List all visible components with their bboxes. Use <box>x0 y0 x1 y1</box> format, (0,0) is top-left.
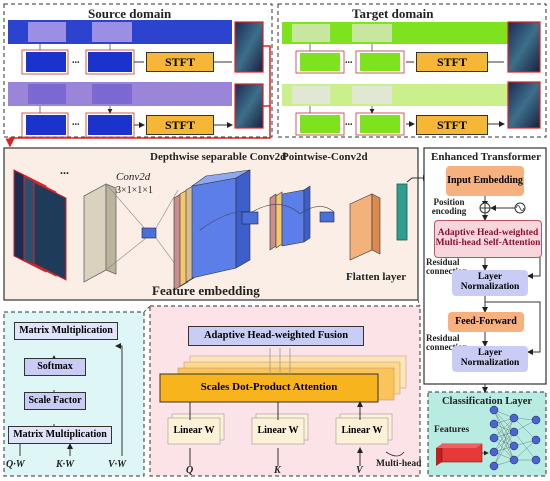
position-encoding-label: Position encoding <box>431 197 467 217</box>
source-ellipsis-2: ... <box>72 117 80 128</box>
source-stft-1: STFT <box>146 52 214 72</box>
scale-factor-box: Scale Factor <box>24 392 86 410</box>
target-ellipsis-1: ... <box>345 55 353 66</box>
target-signals <box>282 22 508 136</box>
pointwise-block <box>269 185 311 251</box>
v-input-label: V·W <box>108 459 127 470</box>
depthwise-label: Depthwise separable Conv2d <box>150 151 287 163</box>
linear-q-box: Linear W <box>173 424 215 436</box>
transformer-title: Enhanced Transformer <box>431 151 541 163</box>
layer-norm-2: Layer Normalization <box>452 346 528 372</box>
classification-title: Classification Layer <box>441 396 533 407</box>
matmul-bottom-box: Matrix Multiplication <box>8 426 112 444</box>
target-stft-2: STFT <box>416 115 488 135</box>
linear-k-box: Linear W <box>257 424 299 436</box>
kernel-size-label: 3×1×1×1 <box>116 185 153 196</box>
residual-label-2: Residual connection <box>426 333 468 353</box>
source-stft-2: STFT <box>146 115 214 135</box>
feature-embedding-title: Feature embedding <box>152 283 260 298</box>
matmul-top-box: Matrix Multiplication <box>14 322 118 340</box>
residual-label-1: Residual connection <box>426 257 468 277</box>
linear-stacks <box>167 413 393 445</box>
source-domain-panel <box>3 3 273 138</box>
multi-head-label: Multi-head <box>376 459 422 469</box>
target-spectrograms <box>507 21 541 129</box>
attention-box: Adaptive Head-weighted Multi-head Self-A… <box>434 220 542 258</box>
q-input-label: Q·W <box>6 459 25 470</box>
target-domain-title: Target domain <box>352 6 434 21</box>
target-stft-1: STFT <box>416 52 488 72</box>
layer-norm-1: Layer Normalization <box>452 270 528 296</box>
feed-forward-box: Feed-Forward <box>448 312 524 332</box>
input-slab <box>83 183 107 283</box>
linear-v-box: Linear W <box>341 424 383 436</box>
fusion-box: Adaptive Head-weighted Fusion <box>188 326 364 346</box>
conv-kernel <box>141 227 157 239</box>
input-spectrogram-stack <box>13 169 67 281</box>
target-ellipsis-2: ... <box>345 117 353 128</box>
source-spectrograms <box>234 21 264 129</box>
k-label: K <box>274 465 281 476</box>
sdpa-label: Scales Dot-Product Attention <box>200 381 338 394</box>
pointwise-output-block <box>349 193 373 261</box>
flatten-label: Flatten layer <box>346 271 407 283</box>
q-label: Q <box>186 465 194 476</box>
source-signals <box>8 20 232 138</box>
multihead-layers <box>159 355 407 403</box>
target-domain-panel <box>277 3 547 138</box>
source-domain-title: Source domain <box>88 6 172 21</box>
source-ellipsis-1: ... <box>72 55 80 66</box>
flatten-bar <box>396 183 408 241</box>
conv2d-label: Conv2d <box>116 171 151 183</box>
features-label: Features <box>434 425 470 435</box>
pointwise-label: Pointwise-Conv2d <box>282 151 368 163</box>
v-label: V <box>356 465 363 476</box>
input-embedding-box: Input Embedding <box>446 166 524 196</box>
softmax-box: Softmax <box>24 358 86 376</box>
depthwise-block <box>173 169 251 291</box>
stack-dots: ... <box>60 163 69 177</box>
k-input-label: K·W <box>56 459 75 470</box>
